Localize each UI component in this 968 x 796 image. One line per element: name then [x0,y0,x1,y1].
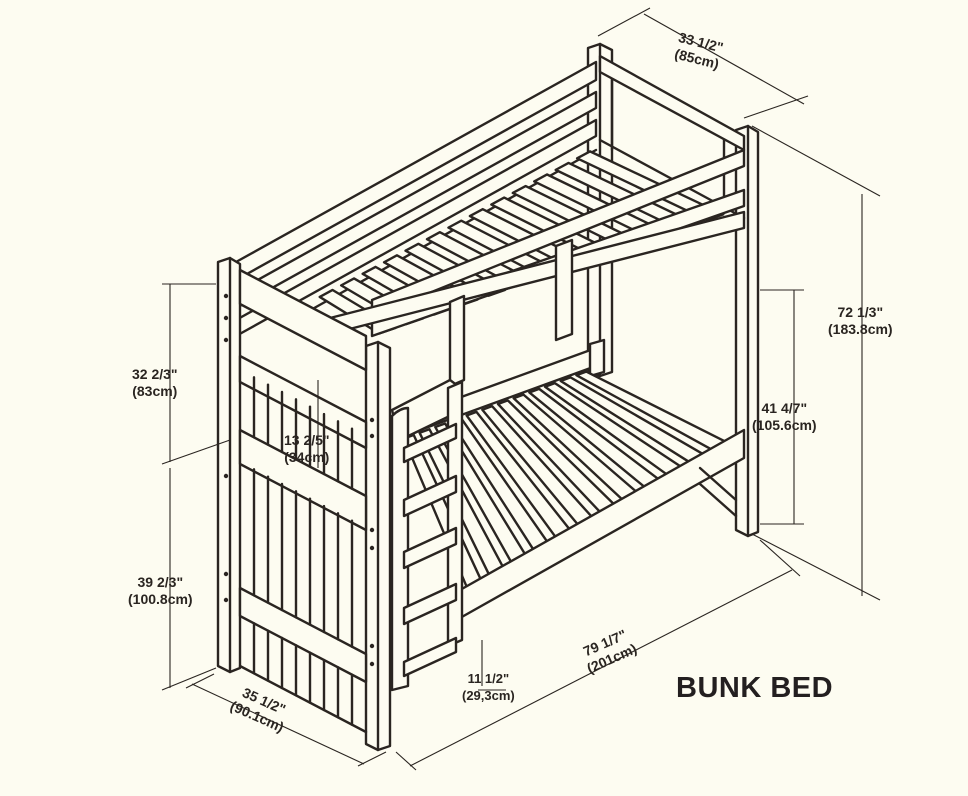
dim-lower-section: 39 2/3" (100.8cm) [128,574,193,607]
screw-hole [223,315,229,321]
screw-hole [369,417,375,423]
dim-bunk-clearance: 41 4/7" (105.6cm) [752,400,817,433]
screw-hole [223,293,229,299]
dim-upper-section: 32 2/3" (83cm) [132,366,178,399]
post-holes [223,293,375,667]
screw-hole [369,643,375,649]
dim-ladder-width: 11 1/2" (29,3cm) [462,671,515,703]
diagram-title: BUNK BED [676,672,834,704]
dimension-lines [161,7,881,771]
dim-rail-height: 13 2/5" (34cm) [284,432,330,465]
upper-guard-rail [328,148,746,388]
screw-hole [223,337,229,343]
screw-hole [369,661,375,667]
front-panel-bars [252,376,354,726]
dim-total-height: 72 1/3" (183.8cm) [828,304,893,337]
screw-hole [223,571,229,577]
lower-slats [402,370,728,591]
screw-hole [223,473,229,479]
screw-hole [369,527,375,533]
ladder [390,378,464,692]
front-end-frame [216,256,392,752]
screw-hole [369,433,375,439]
screw-hole [223,597,229,603]
screw-hole [369,545,375,551]
